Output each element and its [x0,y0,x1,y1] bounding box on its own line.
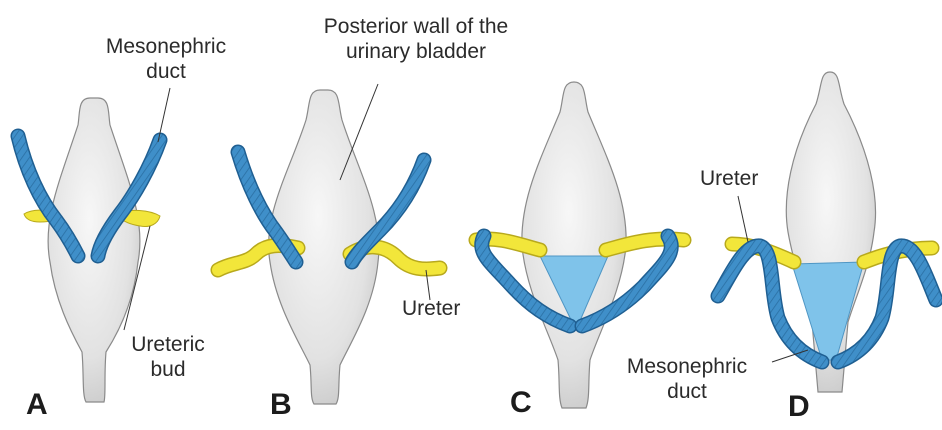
leader-ureter-d [738,196,748,242]
label-ureteric-bud-line1: Ureteric [118,332,218,357]
label-posterior-wall: Posterior wall of the urinary bladder [296,14,536,64]
label-mesonephric-duct-top-line2: duct [98,59,234,84]
panel-letter-a: A [26,388,48,422]
panel-letter-b: B [270,388,292,422]
label-posterior-wall-line2: urinary bladder [296,39,536,64]
label-mesonephric-duct-top: Mesonephric duct [98,34,234,84]
label-posterior-wall-line1: Posterior wall of the [296,14,536,39]
panel-d-figure [718,72,936,392]
label-mesonephric-duct-top-line1: Mesonephric [98,34,234,59]
label-mesonephric-duct-bottom-line2: duct [612,379,762,404]
panel-letter-d: D [788,390,810,424]
label-ureteric-bud: Ureteric bud [118,332,218,382]
panel-b-figure [218,84,440,404]
panel-letter-c: C [510,386,532,420]
label-ureteric-bud-line2: bud [118,357,218,382]
label-mesonephric-duct-bottom: Mesonephric duct [612,354,762,404]
label-ureter-b: Ureter [402,296,460,321]
label-ureter-d: Ureter [700,166,758,191]
label-mesonephric-duct-bottom-line1: Mesonephric [612,354,762,379]
